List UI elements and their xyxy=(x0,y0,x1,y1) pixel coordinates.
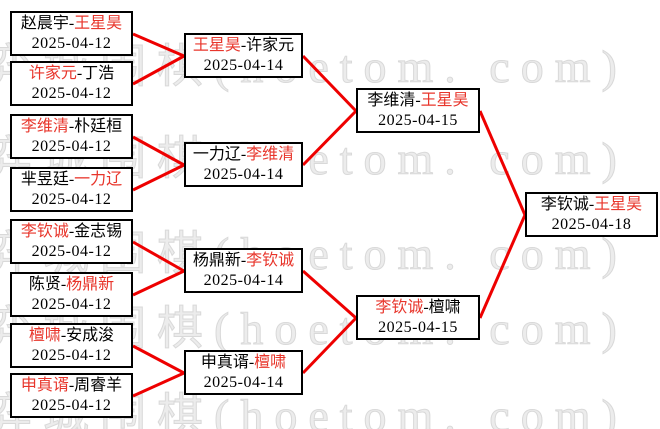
player2-name: 杨鼎新 xyxy=(66,276,115,293)
match-box-r2-1: 王星昊-许家元 2025-04-14 xyxy=(184,33,303,78)
separator: - xyxy=(240,146,247,163)
player1-name: 赵晨宇 xyxy=(20,15,69,32)
player1-name: 芈昱廷 xyxy=(20,171,69,188)
player1-name: 陈贤 xyxy=(28,276,61,293)
match-date: 2025-04-12 xyxy=(31,191,112,208)
match-result: 芈昱廷-一力辽 xyxy=(12,170,131,190)
separator: - xyxy=(240,37,247,54)
player2-name: 金志锡 xyxy=(74,223,123,240)
separator: - xyxy=(68,171,75,188)
match-result: 李钦诚-金志锡 xyxy=(12,222,131,242)
match-result: 赵晨宇-王星昊 xyxy=(12,14,131,34)
match-box-r2-4: 申真谞-檀啸 2025-04-14 xyxy=(184,350,303,395)
player2-name: 丁浩 xyxy=(82,65,115,82)
match-box-r1-7: 檀啸-安成浚 2025-04-12 xyxy=(10,323,133,368)
player1-name: 李钦诚 xyxy=(375,299,424,316)
separator: - xyxy=(68,377,75,394)
player2-name: 王星昊 xyxy=(594,196,643,213)
separator: - xyxy=(248,354,255,371)
match-result: 王星昊-许家元 xyxy=(186,36,301,56)
player2-name: 朴廷桓 xyxy=(74,118,123,135)
match-result: 杨鼎新-李钦诚 xyxy=(186,251,301,271)
separator: - xyxy=(68,15,75,32)
match-date: 2025-04-12 xyxy=(31,296,112,313)
separator: - xyxy=(60,276,67,293)
match-result: 李维清-王星昊 xyxy=(358,91,478,111)
player1-name: 一力辽 xyxy=(192,146,241,163)
match-date: 2025-04-14 xyxy=(203,272,284,289)
player1-name: 许家元 xyxy=(28,65,77,82)
match-result: 申真谞-周睿羊 xyxy=(12,376,131,396)
match-result: 申真谞-檀啸 xyxy=(186,353,301,373)
match-box-final: 李钦诚-王星昊 2025-04-18 xyxy=(525,192,658,237)
match-result: 许家元-丁浩 xyxy=(12,64,131,84)
match-box-r2-2: 一力辽-李维清 2025-04-14 xyxy=(184,142,303,187)
separator: - xyxy=(423,299,429,316)
player1-name: 申真谞 xyxy=(20,377,69,394)
match-box-r1-2: 许家元-丁浩 2025-04-12 xyxy=(10,61,133,106)
match-box-r1-3: 李维清-朴廷桓 2025-04-12 xyxy=(10,114,133,159)
separator: - xyxy=(60,327,67,344)
player2-name: 檀啸 xyxy=(428,299,461,316)
player2-name: 王星昊 xyxy=(420,92,469,109)
match-date: 2025-04-12 xyxy=(31,347,112,364)
match-box-sf-1: 李维清-王星昊 2025-04-15 xyxy=(356,88,480,133)
separator: - xyxy=(240,252,247,269)
match-box-r1-4: 芈昱廷-一力辽 2025-04-12 xyxy=(10,167,133,212)
match-date: 2025-04-12 xyxy=(31,35,112,52)
match-result: 李维清-朴廷桓 xyxy=(12,117,131,137)
player2-name: 王星昊 xyxy=(74,15,123,32)
player1-name: 李钦诚 xyxy=(540,196,589,213)
match-box-r2-3: 杨鼎新-李钦诚 2025-04-14 xyxy=(184,248,303,293)
match-date: 2025-04-15 xyxy=(378,112,458,129)
separator: - xyxy=(415,92,421,109)
match-result: 一力辽-李维清 xyxy=(186,145,301,165)
player1-name: 李维清 xyxy=(20,118,69,135)
player2-name: 李钦诚 xyxy=(246,252,295,269)
match-result: 檀啸-安成浚 xyxy=(12,326,131,346)
match-box-r1-6: 陈贤-杨鼎新 2025-04-12 xyxy=(10,272,133,317)
match-date: 2025-04-12 xyxy=(31,85,112,102)
match-date: 2025-04-14 xyxy=(203,57,284,74)
player1-name: 檀啸 xyxy=(28,327,61,344)
match-box-r1-5: 李钦诚-金志锡 2025-04-12 xyxy=(10,219,133,264)
player2-name: 李维清 xyxy=(246,146,295,163)
player1-name: 王星昊 xyxy=(192,37,241,54)
player1-name: 李钦诚 xyxy=(20,223,69,240)
player1-name: 杨鼎新 xyxy=(192,252,241,269)
match-date: 2025-04-12 xyxy=(31,138,112,155)
player2-name: 许家元 xyxy=(246,37,295,54)
player2-name: 安成浚 xyxy=(66,327,115,344)
match-result: 李钦诚-檀啸 xyxy=(358,298,478,318)
player2-name: 檀啸 xyxy=(254,354,287,371)
match-date: 2025-04-15 xyxy=(378,319,458,336)
player1-name: 李维清 xyxy=(367,92,416,109)
match-date: 2025-04-12 xyxy=(31,243,112,260)
match-date: 2025-04-12 xyxy=(31,397,112,414)
separator: - xyxy=(76,65,83,82)
match-result: 李钦诚-王星昊 xyxy=(527,195,656,215)
match-result: 陈贤-杨鼎新 xyxy=(12,275,131,295)
match-date: 2025-04-18 xyxy=(551,216,632,233)
match-box-r1-1: 赵晨宇-王星昊 2025-04-12 xyxy=(10,11,133,56)
match-box-sf-2: 李钦诚-檀啸 2025-04-15 xyxy=(356,295,480,340)
match-date: 2025-04-14 xyxy=(203,166,284,183)
separator: - xyxy=(68,223,75,240)
match-box-r1-8: 申真谞-周睿羊 2025-04-12 xyxy=(10,373,133,418)
separator: - xyxy=(68,118,75,135)
match-date: 2025-04-14 xyxy=(203,374,284,391)
separator: - xyxy=(588,196,595,213)
player1-name: 申真谞 xyxy=(200,354,249,371)
player2-name: 周睿羊 xyxy=(74,377,123,394)
player2-name: 一力辽 xyxy=(74,171,123,188)
